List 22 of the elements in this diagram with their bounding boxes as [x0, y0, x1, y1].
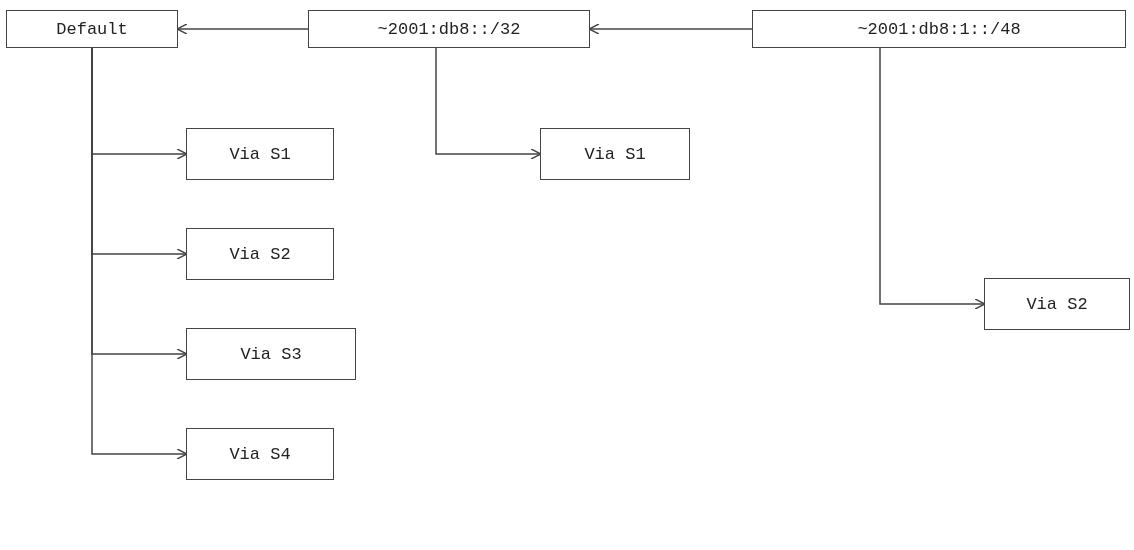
- route-label: Via S4: [229, 444, 291, 464]
- route-box: [186, 428, 334, 480]
- route-box: [186, 328, 356, 380]
- route-label: ~2001:db8::/32: [377, 19, 521, 39]
- arrow: [588, 23, 753, 35]
- arrow: [435, 47, 542, 160]
- route-box: [186, 128, 334, 180]
- route-label: Via S2: [1026, 294, 1088, 314]
- arrow: [176, 23, 309, 35]
- route-box: [540, 128, 690, 180]
- route-box: [6, 10, 178, 48]
- route-label: Default: [56, 19, 128, 39]
- route-label: Via S2: [229, 244, 291, 264]
- arrow: [879, 47, 986, 310]
- route-label: Via S1: [229, 144, 291, 164]
- route-box: [186, 228, 334, 280]
- route-label: ~2001:db8:1::/48: [857, 19, 1021, 39]
- route-label: Via S1: [584, 144, 646, 164]
- route-box: [984, 278, 1130, 330]
- route-label: Via S3: [240, 344, 302, 364]
- route-box: [308, 10, 590, 48]
- route-box: [752, 10, 1126, 48]
